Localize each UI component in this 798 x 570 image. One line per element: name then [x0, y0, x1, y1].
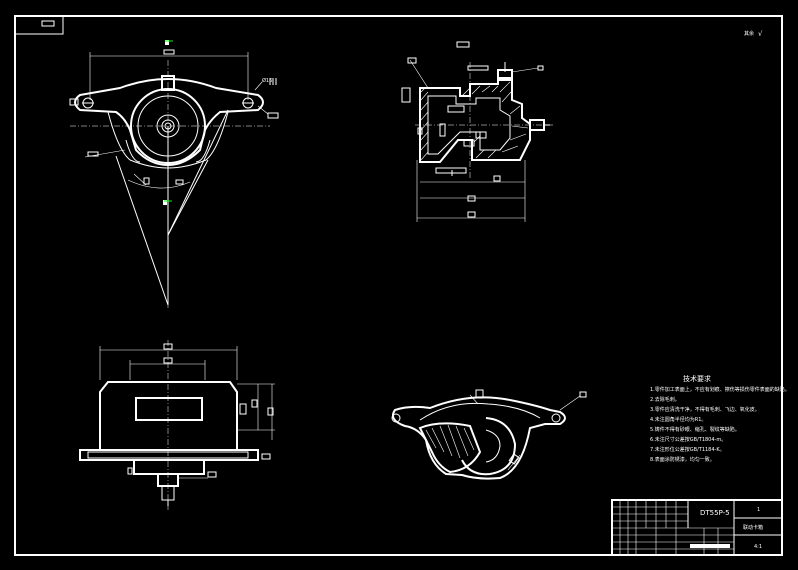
tech-req-item: 6.未注尺寸公差按GB/T1804-m。 [650, 436, 726, 443]
sheet-number: 1 [757, 507, 760, 513]
tech-req-item: 4.未注圆角半径均为R1。 [650, 416, 706, 423]
side-view [79, 340, 275, 510]
tech-req-item: 5.铸件不得有砂眼、缩孔、裂纹等缺陷。 [650, 426, 740, 433]
tech-req-item: 1.零件加工表面上，不应有划痕、擦伤等损伤零件表面的缺陷。 [650, 386, 790, 393]
title-block: DT55P-5 1 联动卡箱 4:1 [611, 499, 783, 556]
drawing-scale: 4:1 [754, 544, 762, 550]
isometric-view [391, 389, 587, 480]
svg-text:Ø16: Ø16 [262, 77, 272, 84]
inner-frame [14, 15, 783, 556]
section-view [401, 41, 555, 222]
model-code: DT55P-5 [700, 509, 730, 517]
tech-req-item: 8.表面涂防锈漆，均匀一致。 [650, 456, 715, 463]
part-name: 联动卡箱 [743, 524, 763, 531]
technical-requirements: 技术要求 1.零件加工表面上，不应有划痕、擦伤等损伤零件表面的缺陷。 2.去除毛… [650, 374, 790, 463]
tech-req-item: 7.未注形位公差按GB/T1184-K。 [650, 446, 725, 453]
tech-req-title: 技术要求 [683, 374, 711, 383]
corner-code-box [14, 15, 64, 35]
corner-code-mark [41, 20, 55, 27]
roughness-symbol: √ [758, 30, 763, 38]
front-view: Ø16 [69, 40, 279, 310]
tech-req-item: 2.去除毛刺。 [650, 396, 680, 403]
tech-req-item: 3.零件应清洗干净，不得有毛刺、飞边、氧化皮。 [650, 406, 760, 413]
roughness-note: 其余 [744, 30, 754, 37]
